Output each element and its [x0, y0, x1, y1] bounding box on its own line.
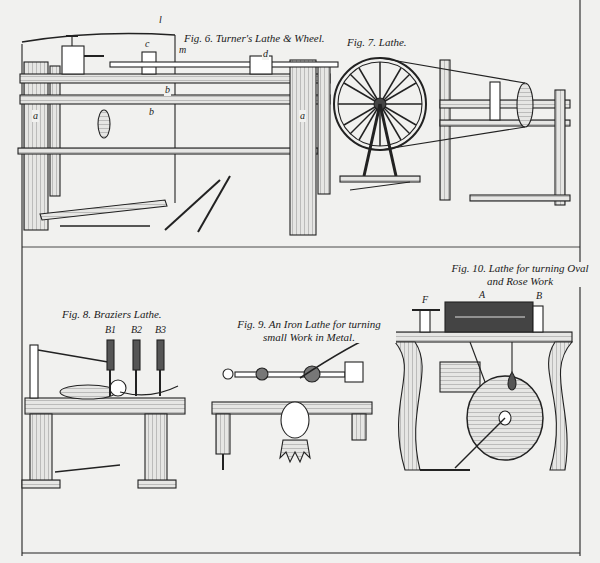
part-letter: A	[478, 289, 486, 301]
part-letter: F	[421, 294, 429, 306]
part-letter: B2	[130, 324, 143, 336]
figure-caption: Fig. 10. Lathe for turning Oval and Rose…	[448, 262, 592, 287]
part-letter: B1	[104, 324, 117, 336]
part-letter: l	[158, 14, 163, 26]
part-letter: d	[262, 48, 269, 60]
figure-caption: Fig. 8. Braziers Lathe.	[60, 308, 164, 321]
part-letter: m	[178, 44, 187, 56]
part-letter: c	[144, 38, 150, 50]
figure-caption: Fig. 7. Lathe.	[345, 36, 409, 49]
part-letter: B	[535, 290, 543, 302]
part-letter: a	[299, 110, 306, 122]
part-letter: a	[32, 110, 39, 122]
part-letter: b	[148, 106, 155, 118]
part-letter: b	[164, 84, 171, 96]
part-letter: B3	[154, 324, 167, 336]
figure-caption: Fig. 9. An Iron Lathe for turning small …	[222, 318, 396, 343]
figure-caption: Fig. 6. Turner's Lathe & Wheel.	[182, 32, 326, 45]
